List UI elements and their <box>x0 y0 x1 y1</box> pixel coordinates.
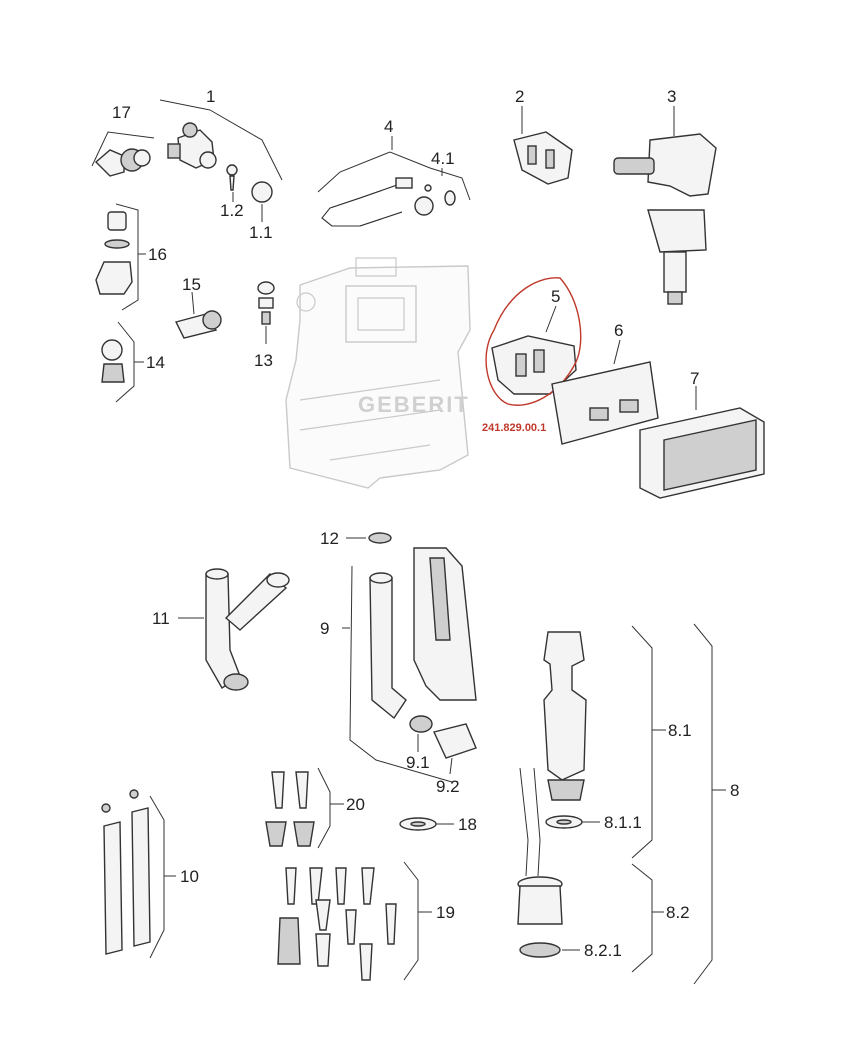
part-10-mounting-rails <box>101 789 165 959</box>
label-4: 4 <box>384 117 393 136</box>
part-18-washer <box>399 817 437 831</box>
part-16-connector-set <box>95 203 139 311</box>
part-5-actuator-bracket <box>485 277 582 406</box>
label-8: 8 <box>730 781 739 800</box>
label-13: 13 <box>254 351 273 370</box>
cistern-brand-logo: GEBERIT <box>358 392 470 417</box>
label-9: 9 <box>320 619 329 638</box>
label-10: 10 <box>180 867 199 886</box>
part-12-seal-ring <box>368 532 392 544</box>
label-16: 16 <box>148 245 167 264</box>
label-15: 15 <box>182 275 201 294</box>
label-19: 19 <box>436 903 455 922</box>
label-11: 11 <box>152 609 170 628</box>
label-6: 6 <box>614 321 623 340</box>
part-15-adapter <box>174 310 222 339</box>
part-14-connector <box>101 321 135 403</box>
part-2-clip <box>513 131 573 185</box>
label-1-2: 1.2 <box>220 201 244 220</box>
part-9-flush-pipe <box>349 547 477 783</box>
label-8-2: 8.2 <box>666 903 690 922</box>
label-18: 18 <box>458 815 477 834</box>
label-1-1: 1.1 <box>249 223 273 242</box>
label-7: 7 <box>690 369 699 388</box>
label-8-2-1: 8.2.1 <box>584 941 622 960</box>
label-14: 14 <box>146 353 165 372</box>
label-20: 20 <box>346 795 365 814</box>
part-8-1-1-washer <box>545 815 583 829</box>
label-8-1: 8.1 <box>668 721 692 740</box>
part-8-flush-valve <box>517 631 587 958</box>
part-3-fill-valve <box>613 133 717 305</box>
part-1-tee-valve <box>159 99 283 203</box>
label-2: 2 <box>515 87 524 106</box>
part-7-protective-cover <box>639 407 765 499</box>
part-6-frame-plate <box>551 361 659 445</box>
part-19-mounting-set <box>277 861 419 981</box>
part-4-supply-hose <box>317 151 471 227</box>
part-20-fixing-clips <box>265 767 331 849</box>
label-12: 12 <box>320 529 339 548</box>
label-8-1-1: 8.1.1 <box>604 813 642 832</box>
label-1: 1 <box>206 87 215 106</box>
label-9-2: 9.2 <box>436 777 460 796</box>
label-9-1: 9.1 <box>406 753 430 772</box>
label-4-1: 4.1 <box>431 149 455 168</box>
label-5: 5 <box>551 287 560 306</box>
part-number-highlight: 241.829.00.1 <box>482 422 546 434</box>
part-17-connector <box>91 131 155 177</box>
label-17: 17 <box>112 103 131 122</box>
label-3: 3 <box>667 87 676 106</box>
cistern-body: GEBERIT <box>285 257 471 489</box>
highlight-outline <box>485 277 582 406</box>
part-13-nut-screw <box>257 281 275 325</box>
part-11-y-pipe <box>205 568 290 691</box>
